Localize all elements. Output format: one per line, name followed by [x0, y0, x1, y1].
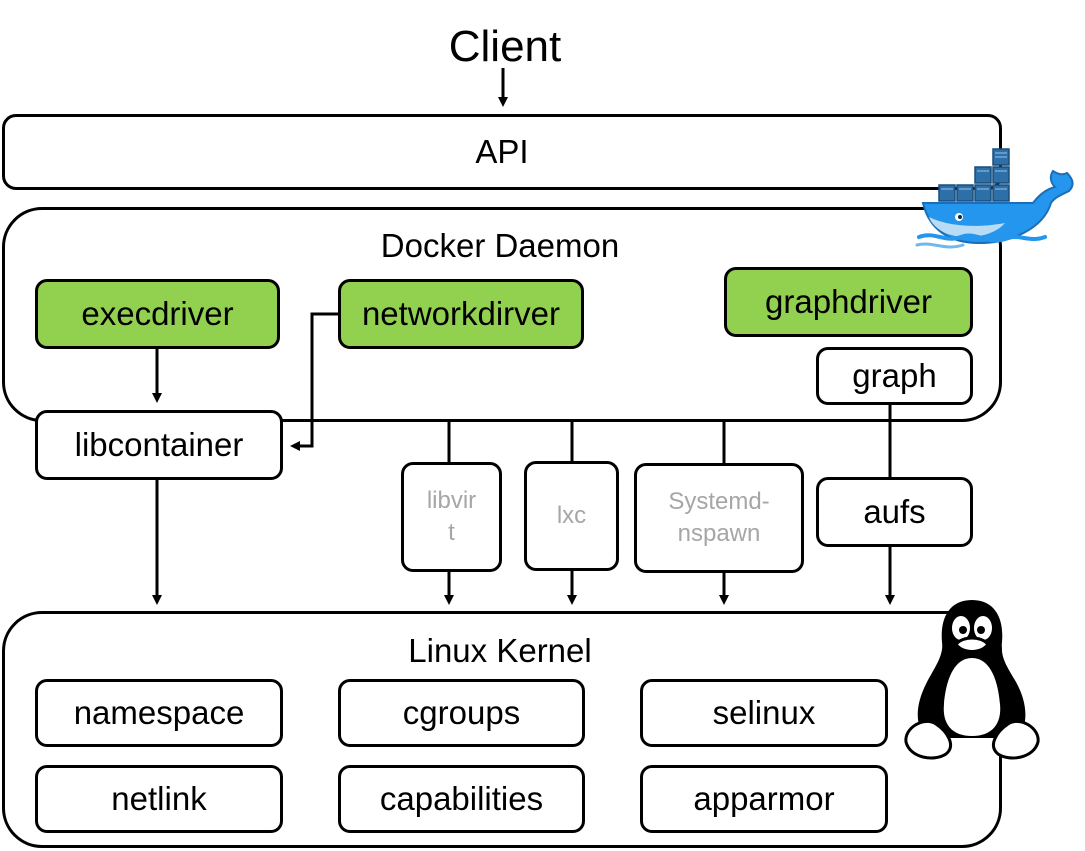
execdriver-box: execdriver [35, 279, 280, 349]
cgroups-label: cgroups [402, 694, 521, 731]
tux-penguin-icon [904, 600, 1040, 760]
apparmor-label: apparmor [693, 780, 835, 817]
libvirt-box: libvir t [401, 462, 502, 572]
client-label: Client [448, 22, 562, 71]
api-label: API [475, 133, 529, 170]
systemd-label-line2: nspawn [677, 520, 761, 547]
selinux-label: selinux [712, 694, 816, 731]
libvirt-label-line2: t [448, 519, 455, 546]
kernel-netlink-box: netlink [35, 765, 283, 833]
netlink-label: netlink [111, 780, 207, 817]
kernel-selinux-box: selinux [640, 679, 888, 747]
capabilities-label: capabilities [379, 780, 544, 817]
graphdriver-label: graphdriver [765, 283, 932, 320]
docker-daemon-title: Docker Daemon [380, 227, 620, 264]
kernel-apparmor-box: apparmor [640, 765, 888, 833]
api-bar: API [2, 114, 1002, 190]
linux-kernel-title: Linux Kernel [408, 632, 592, 669]
kernel-namespace-box: namespace [35, 679, 283, 747]
aufs-box: aufs [816, 477, 973, 547]
libvirt-label-line1: libvir [426, 487, 477, 514]
graphdriver-box: graphdriver [724, 267, 973, 337]
kernel-capabilities-box: capabilities [338, 765, 585, 833]
libcontainer-label: libcontainer [74, 426, 244, 463]
systemd-nspawn-box: Systemd- nspawn [634, 463, 804, 573]
graph-label: graph [852, 357, 937, 394]
systemd-label-line1: Systemd- [668, 488, 770, 515]
networkdriver-label: networkdirver [361, 295, 561, 332]
lxc-label: lxc [556, 502, 587, 529]
aufs-label: aufs [863, 493, 926, 530]
docker-whale-icon [915, 148, 1074, 249]
kernel-cgroups-box: cgroups [338, 679, 585, 747]
graph-box: graph [816, 347, 973, 405]
libcontainer-box: libcontainer [35, 410, 283, 480]
networkdriver-box: networkdirver [338, 279, 584, 349]
lxc-box: lxc [524, 461, 619, 571]
execdriver-label: execdriver [81, 295, 234, 332]
namespace-label: namespace [73, 694, 245, 731]
